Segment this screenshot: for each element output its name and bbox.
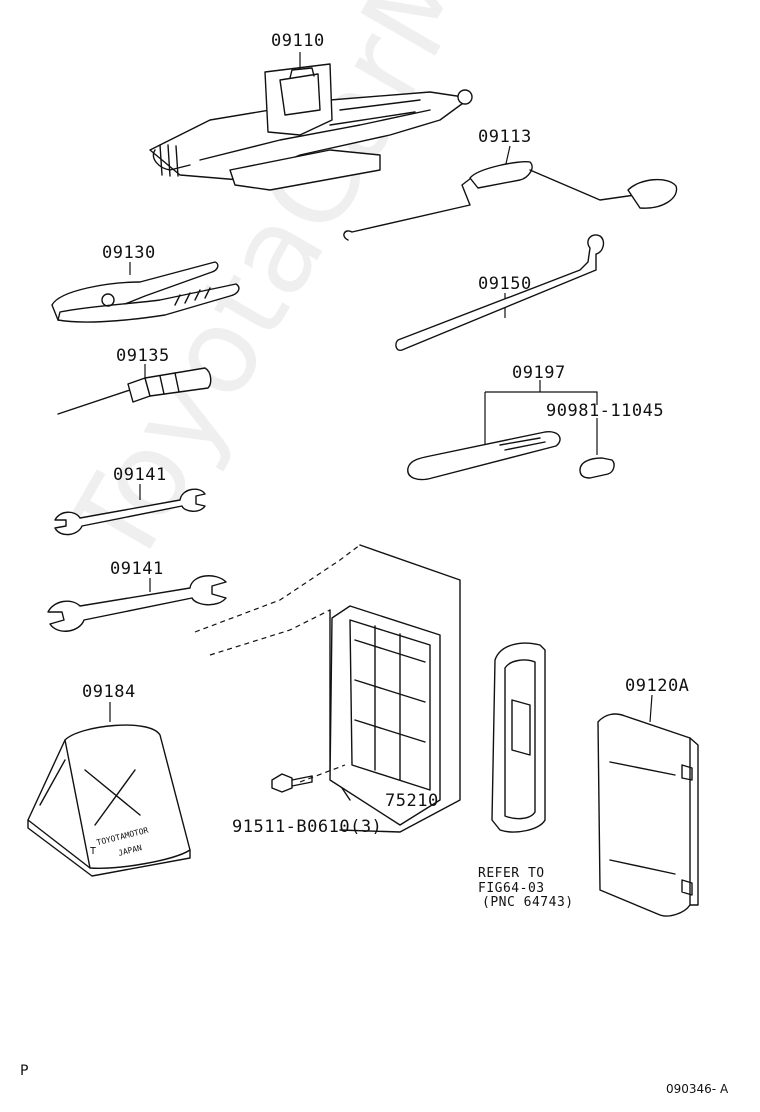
refer-part-illustration xyxy=(491,642,546,833)
wrench-large-illustration xyxy=(47,575,227,632)
tool-set-illustration xyxy=(407,380,615,481)
diagram-code: 090346- A xyxy=(666,1082,729,1096)
part-label-screwdriver: 09135 xyxy=(116,346,170,366)
wheel-chock-illustration xyxy=(27,702,191,877)
part-label-jack: 09110 xyxy=(271,31,325,51)
wrench-tool-illustration xyxy=(395,234,605,352)
scissor-jack-illustration xyxy=(149,52,473,191)
corner-letter: P xyxy=(20,1063,29,1079)
wrench-small-illustration xyxy=(54,484,206,536)
tool-box-illustration xyxy=(194,544,461,833)
part-label-pliers: 09130 xyxy=(102,243,156,263)
refer-note-line2: FIG64-03 xyxy=(478,881,545,896)
part-label-wheel-chock: 09184 xyxy=(82,682,136,702)
part-label-bolt: 91511-B0610(3) xyxy=(232,817,383,837)
part-label-tool-set: 09197 xyxy=(512,363,566,383)
pliers-illustration xyxy=(51,261,240,323)
refer-note-line1: REFER TO xyxy=(478,866,545,881)
screwdriver-illustration xyxy=(57,364,212,415)
part-label-tool-set-sub: 90981-11045 xyxy=(546,401,665,421)
bolt-illustration xyxy=(271,773,313,793)
part-label-jack-handle: 09113 xyxy=(478,127,532,147)
part-label-wrench-small: 09141 xyxy=(113,465,167,485)
tool-bag-illustration xyxy=(597,694,699,917)
jack-handle-illustration xyxy=(343,145,678,241)
part-label-tool-box: 75210 xyxy=(385,791,439,811)
part-label-wrench-large: 09141 xyxy=(110,559,164,579)
part-label-wrench-tool: 09150 xyxy=(478,274,532,294)
refer-note-line3: (PNC 64743) xyxy=(482,895,574,910)
part-label-tool-bag: 09120A xyxy=(625,676,690,696)
chock-text-mark: T xyxy=(90,846,97,857)
